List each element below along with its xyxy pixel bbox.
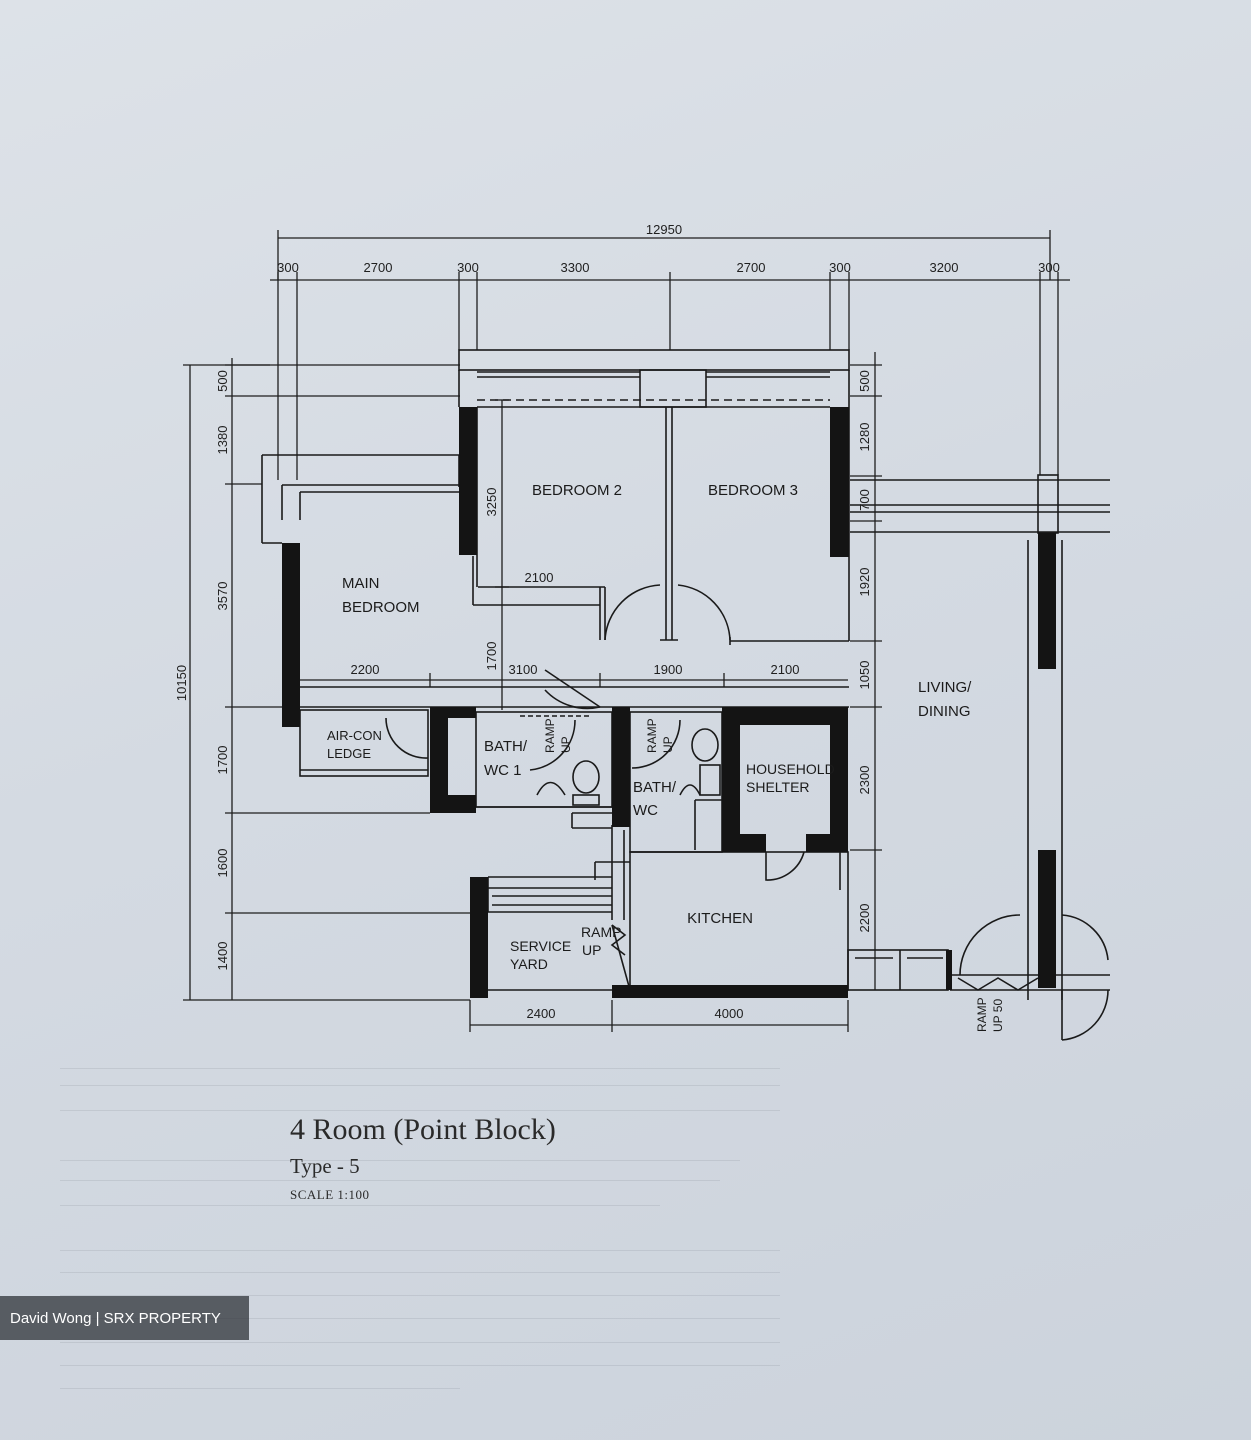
dimension-lines: [183, 230, 1070, 1032]
structural-walls: [282, 407, 1056, 998]
dim-right-2: 1280: [857, 423, 872, 452]
dim-right-6: 2300: [857, 766, 872, 795]
plan-type: Type - 5: [290, 1154, 360, 1178]
thin-walls: [261, 349, 1110, 1041]
dim-right-7: 2200: [857, 904, 872, 933]
dim-top-1: 300: [277, 260, 299, 275]
plan-scale: SCALE 1:100: [290, 1187, 370, 1202]
dim-top-8: 300: [1038, 260, 1060, 275]
plan-caption: 4 Room (Point Block) Type - 5 SCALE 1:10…: [290, 1112, 556, 1204]
label-kitchen: KITCHEN: [687, 910, 753, 927]
dim-top-2: 2700: [364, 260, 393, 275]
dim-bottom-1: 2400: [527, 1006, 556, 1021]
label-shelter-2: SHELTER: [746, 779, 810, 795]
label-shelter-1: HOUSEHOLD: [746, 761, 835, 777]
label-living-1: LIVING/: [918, 679, 972, 696]
dim-top-4: 3300: [561, 260, 590, 275]
dim-row-c: 1900: [654, 662, 683, 677]
dim-bedroom2-depth: 3250: [484, 488, 499, 517]
label-ramp-yard: RAMP: [581, 924, 621, 940]
label-up-bath1: UP: [559, 736, 573, 753]
dim-corridor-b: 1700: [484, 642, 499, 671]
dim-left-5: 1600: [215, 849, 230, 878]
room-labels: BEDROOM 2 BEDROOM 3 MAIN BEDROOM AIR-CON…: [327, 482, 1005, 1032]
dimension-labels: 12950 300 2700 300 3300 2700 300 3200 30…: [174, 222, 1060, 1021]
label-bath-1-a: BATH/: [484, 738, 528, 755]
label-main-bedroom-1: MAIN: [342, 575, 380, 592]
dim-top-7: 3200: [930, 260, 959, 275]
dim-overall-width: 12950: [646, 222, 682, 237]
label-bedroom-2: BEDROOM 2: [532, 482, 622, 499]
plan-title: 4 Room (Point Block): [290, 1113, 556, 1146]
label-aircon-2: LEDGE: [327, 746, 371, 761]
dim-right-1: 500: [857, 370, 872, 392]
dim-top-3: 300: [457, 260, 479, 275]
dim-top-5: 2700: [737, 260, 766, 275]
label-up-yard: UP: [582, 942, 601, 958]
label-bath-2-a: BATH/: [633, 779, 677, 796]
label-ramp-bath2: RAMP: [645, 718, 659, 753]
dim-right-5: 1050: [857, 661, 872, 690]
label-bedroom-3: BEDROOM 3: [708, 482, 798, 499]
dim-corridor-a: 2100: [525, 570, 554, 585]
label-ramp-entrance: RAMP: [975, 997, 989, 1032]
label-ramp-bath1: RAMP: [543, 718, 557, 753]
label-main-bedroom-2: BEDROOM: [342, 599, 420, 616]
label-living-2: DINING: [918, 703, 971, 720]
label-aircon-1: AIR-CON: [327, 728, 382, 743]
dim-bottom-2: 4000: [715, 1006, 744, 1021]
label-bath-1-b: WC 1: [484, 762, 522, 779]
label-bath-2-b: WC: [633, 802, 658, 819]
dim-left-4: 1700: [215, 746, 230, 775]
dim-top-6: 300: [829, 260, 851, 275]
watermark: David Wong | SRX PROPERTY: [0, 1296, 249, 1340]
dim-right-3: 700: [857, 489, 872, 511]
label-up-bath2: UP: [661, 736, 675, 753]
dim-row-a: 2200: [351, 662, 380, 677]
dim-left-3: 3570: [215, 582, 230, 611]
dim-row-d: 2100: [771, 662, 800, 677]
dim-right-4: 1920: [857, 568, 872, 597]
dim-overall-depth: 10150: [174, 665, 189, 701]
dim-left-2: 1380: [215, 426, 230, 455]
dim-left-1: 500: [215, 370, 230, 392]
label-up-50: UP 50: [991, 999, 1005, 1032]
label-service-2: YARD: [510, 956, 548, 972]
dim-left-6: 1400: [215, 942, 230, 971]
dim-row-b: 3100: [509, 662, 538, 677]
label-service-1: SERVICE: [510, 938, 571, 954]
